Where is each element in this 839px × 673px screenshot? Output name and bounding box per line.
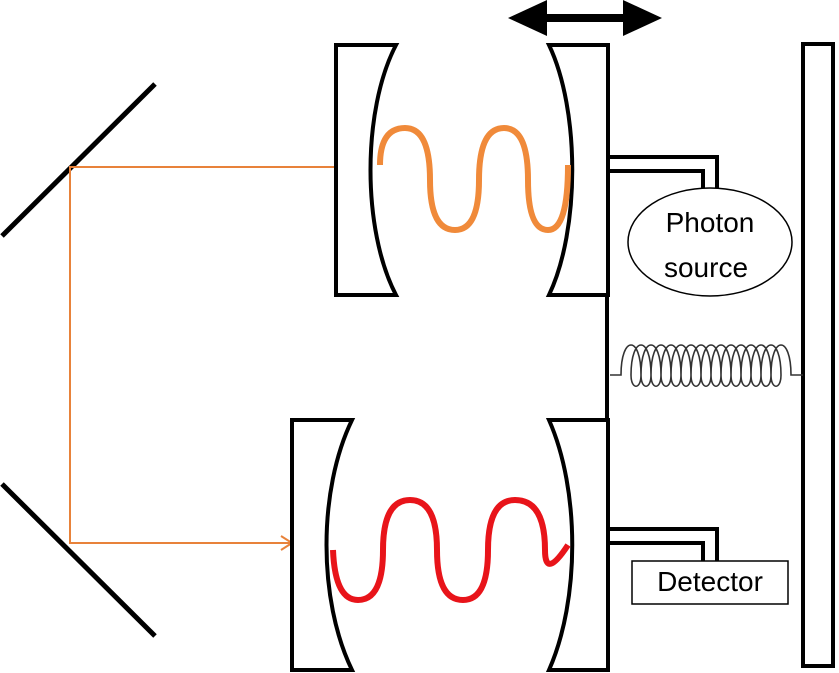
lower-cavity-left-mirror <box>290 418 356 672</box>
upper-cavity-right-mirror <box>545 43 610 297</box>
photon-source-label-line1: Photon <box>666 207 755 238</box>
spring <box>610 344 803 388</box>
lower-steering-mirror <box>0 482 157 638</box>
fixed-wall <box>801 42 835 668</box>
double-headed-arrow-icon <box>508 0 662 36</box>
laser-beam-path <box>69 166 336 544</box>
photon-source-label-line2: source <box>664 252 748 283</box>
upper-cavity-wave <box>377 124 571 234</box>
lower-cavity-wave <box>330 496 571 604</box>
lower-cavity-right-mirror <box>545 418 610 672</box>
photon-source <box>627 187 793 297</box>
detector <box>631 560 789 605</box>
detector-label: Detector <box>657 566 763 597</box>
detector-wire-outer <box>606 527 719 562</box>
detector-wire-inner <box>606 541 705 562</box>
upper-cavity-left-mirror <box>334 43 400 297</box>
upper-steering-mirror <box>0 82 157 238</box>
photon-source-wire-outer <box>606 155 719 190</box>
photon-source-wire-inner <box>606 169 705 190</box>
